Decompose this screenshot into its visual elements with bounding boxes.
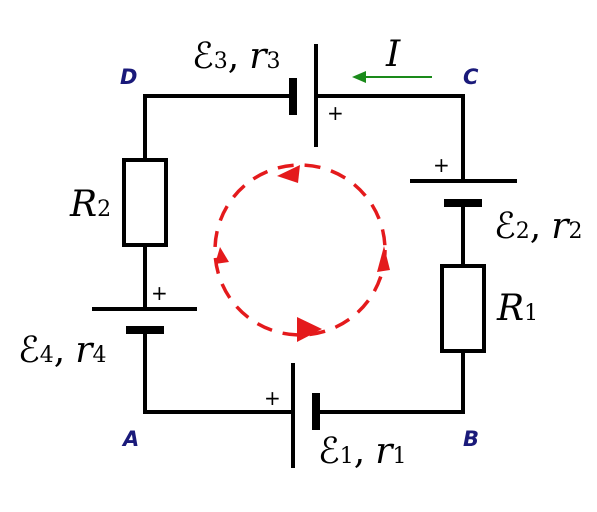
emf-3-r-symbol: r (249, 36, 268, 77)
plus-sign-emf-1: + (264, 386, 281, 410)
emf-2-comma: , (530, 206, 541, 247)
plus-sign-emf-2: + (433, 153, 450, 177)
label-emf-4: ℰ4,r4 (18, 330, 106, 371)
emf-4-index: 4 (40, 343, 54, 368)
loop-arrowhead-bottom (297, 317, 322, 342)
emf-3-symbol: ℰ (192, 36, 214, 77)
plus-sign-emf-4: + (151, 281, 168, 305)
loop-direction (213, 163, 390, 342)
battery-emf-3 (289, 44, 318, 147)
battery-emf-4 (92, 307, 197, 334)
label-emf-1: ℰ1,r1 (318, 431, 406, 472)
emf-2-symbol: ℰ (494, 206, 516, 247)
emf-2-r-symbol: r (551, 206, 570, 247)
label-resistor-r2: R2 (69, 184, 111, 225)
current-label: I (385, 34, 401, 75)
r1-symbol: R (496, 288, 524, 329)
wire-bottom-left (143, 328, 295, 414)
emf-2-index: 2 (516, 219, 530, 244)
emf-3-comma: , (228, 36, 239, 77)
loop-dashed-circle (213, 163, 387, 337)
r2-symbol: R (69, 184, 97, 225)
r1-index: 1 (524, 301, 538, 326)
node-label-c: C (463, 65, 479, 89)
battery-emf-2 (410, 179, 517, 207)
r2-index: 2 (97, 197, 111, 222)
wire-right-low (314, 349, 465, 414)
emf-3-r-index: 3 (266, 49, 280, 74)
emf-3-index: 3 (214, 49, 228, 74)
circuit-wires (143, 94, 465, 414)
emf-1-r-symbol: r (375, 431, 394, 472)
battery-emf-1 (291, 363, 320, 468)
emf-1-comma: , (354, 431, 365, 472)
resistor-r1 (440, 264, 486, 353)
loop-arrowhead-right (377, 246, 390, 272)
emf-4-r-index: 4 (92, 343, 106, 368)
emf-1-index: 1 (340, 444, 354, 469)
wire-top-right (314, 94, 465, 183)
label-emf-2: ℰ2,r2 (494, 206, 582, 247)
emf-2-r-index: 2 (568, 219, 582, 244)
emf-1-symbol: ℰ (318, 431, 340, 472)
current-arrow-head (352, 71, 366, 83)
plus-sign-emf-3: + (327, 101, 344, 125)
node-label-d: D (120, 65, 137, 89)
node-label-a: A (121, 427, 139, 451)
emf-1-r-index: 1 (392, 444, 406, 469)
label-emf-3: ℰ3,r3 (192, 36, 280, 77)
loop-arrowhead-top (277, 165, 300, 183)
emf-4-r-symbol: r (75, 330, 94, 371)
node-label-b: B (463, 427, 479, 451)
current-arrow (352, 71, 432, 83)
loop-arrowhead-left (215, 247, 229, 264)
emf-4-symbol: ℰ (18, 330, 40, 371)
label-resistor-r1: R1 (496, 288, 538, 329)
resistor-r2 (122, 158, 168, 247)
emf-4-comma: , (54, 330, 65, 371)
